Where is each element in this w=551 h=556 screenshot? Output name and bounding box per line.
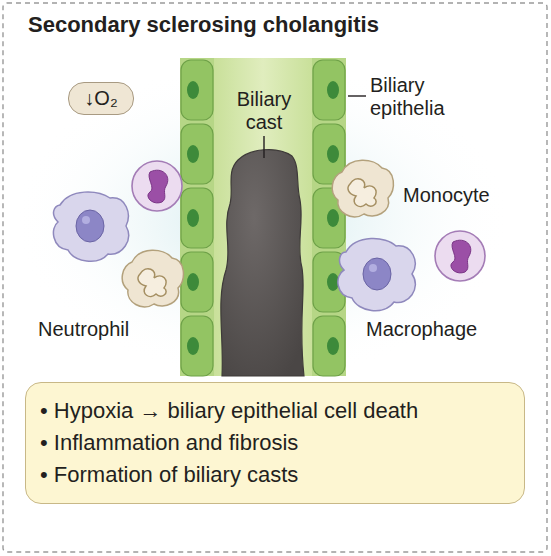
macrophage-cell bbox=[53, 192, 128, 261]
leader-line bbox=[263, 136, 264, 158]
monocyte-cell bbox=[132, 161, 182, 211]
structure-label: Biliary epithelia bbox=[370, 74, 480, 120]
oxygen-pill: ↓O₂ bbox=[68, 82, 134, 115]
cell-label: Neutrophil bbox=[38, 318, 129, 341]
cell-label: Macrophage bbox=[366, 318, 477, 341]
neutrophil-cell bbox=[122, 250, 183, 307]
monocyte-cell bbox=[435, 231, 485, 281]
epithelial-cells bbox=[181, 60, 345, 376]
bile-duct-wall bbox=[180, 58, 346, 376]
neutrophil-cell bbox=[332, 160, 393, 217]
node-text: • Inflammation and fibrosis bbox=[40, 427, 510, 459]
node-text: • Hypoxia → biliary epithelial cell deat… bbox=[40, 395, 510, 427]
summary-box: • Hypoxia → biliary epithelial cell deat… bbox=[25, 382, 525, 504]
panel-frame bbox=[3, 3, 547, 552]
bile-duct-lumen bbox=[214, 58, 312, 376]
biliary-cast-shape bbox=[221, 150, 304, 376]
cell-label: Monocyte bbox=[403, 184, 490, 207]
leader-line bbox=[348, 95, 366, 96]
node-text: ↓O₂ bbox=[83, 87, 119, 110]
structure-label: Biliary cast bbox=[226, 88, 302, 134]
hypoxic-glow bbox=[12, 60, 512, 380]
node-text: • Formation of biliary casts bbox=[40, 459, 510, 491]
macrophage-cell bbox=[338, 238, 415, 310]
panel-title: Secondary sclerosing cholangitis bbox=[28, 12, 379, 38]
